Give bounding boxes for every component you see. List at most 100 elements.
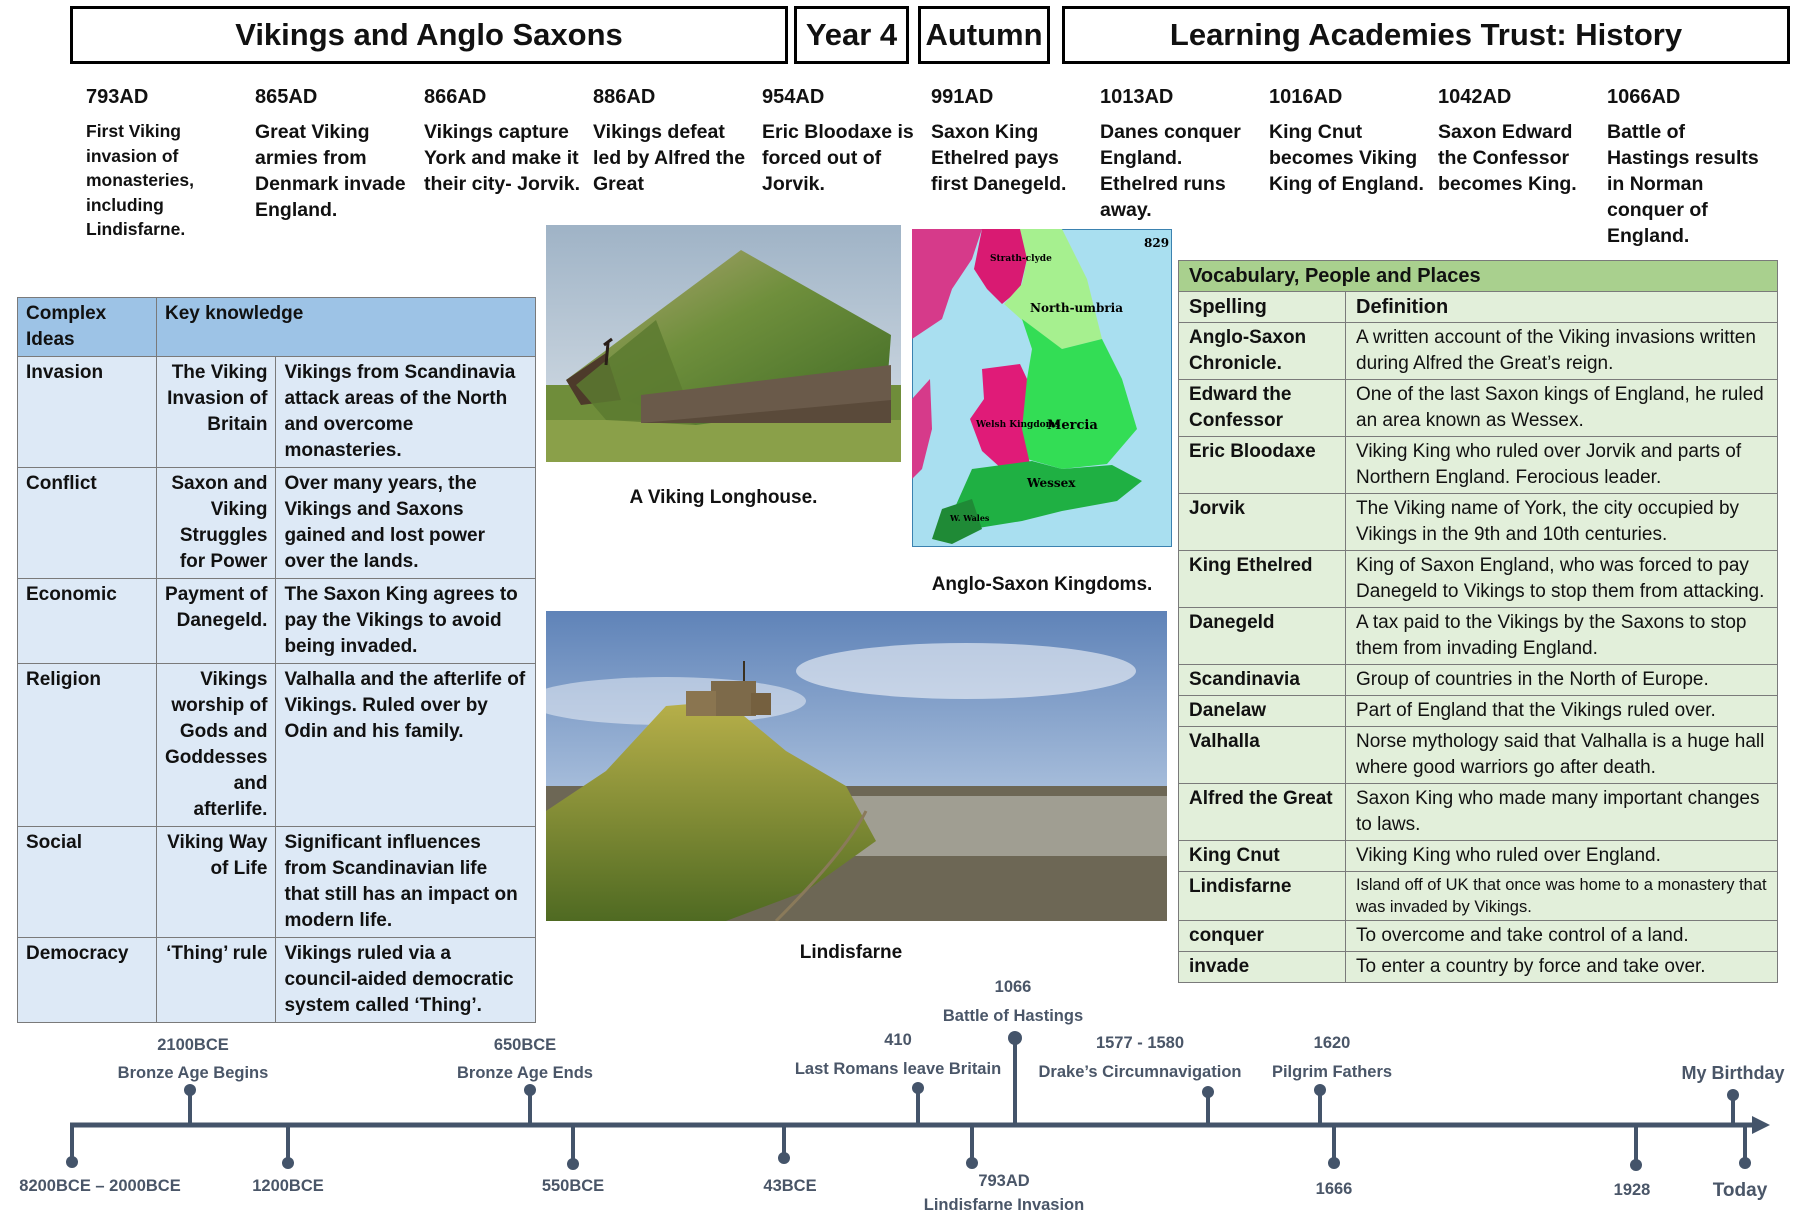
map-label-northumbria: North-umbria [1030, 301, 1123, 315]
timeline-marker-below: 43BCE [763, 1125, 817, 1195]
table-row: Danelaw Part of England that the Vikings… [1178, 695, 1778, 727]
vocab-definition: A written account of the Viking invasion… [1345, 322, 1778, 380]
vocab-definition: Norse mythology said that Valhalla is a … [1345, 726, 1778, 784]
timeline-marker-above: 2100BCE Bronze Age Begins [118, 1036, 268, 1125]
vocab-title-row: Vocabulary, People and Places [1178, 260, 1778, 292]
table-row: King Cnut Viking King who ruled over Eng… [1178, 840, 1778, 872]
event-text: Saxon Edward the Confessor becomes King. [1438, 121, 1577, 195]
vocab-definition: To overcome and take control of a land. [1345, 920, 1778, 952]
term-cell: Saxon and Viking Struggles for Power [155, 467, 277, 579]
event-year: 866AD [424, 86, 487, 108]
event-item: 886AD Vikings defeat led by Alfred the G… [593, 86, 758, 197]
timeline-date: Today [1713, 1180, 1768, 1201]
desc-cell: Vikings ruled via a council-aided democr… [275, 937, 536, 1023]
timeline-date: 1928 [1614, 1181, 1651, 1199]
map-label-wessex: Wessex [1026, 476, 1076, 490]
vocab-term: Anglo-Saxon Chronicle. [1178, 322, 1346, 380]
timeline-date: 1577 - 1580 [1096, 1034, 1184, 1052]
timeline-date: 1066 [995, 978, 1032, 996]
timeline-marker-below: 1928 [1614, 1125, 1651, 1199]
vocab-term: Danelaw [1178, 695, 1346, 727]
vocab-definition: Island off of UK that once was home to a… [1345, 871, 1778, 921]
idea-cell: Democracy [17, 937, 157, 1023]
event-item: 866AD Vikings capture York and make it t… [424, 86, 589, 197]
table-row: invade To enter a country by force and t… [1178, 951, 1778, 983]
event-text: Saxon King Ethelred pays first Danegeld. [931, 121, 1067, 195]
table-row: Scandinavia Group of countries in the No… [1178, 664, 1778, 696]
timeline-date: 2100BCE [157, 1036, 229, 1054]
term-cell: Payment of Danegeld. [155, 578, 277, 664]
trust-box: Learning Academies Trust: History [1062, 6, 1790, 64]
event-item: 1016AD King Cnut becomes Viking King of … [1269, 86, 1434, 197]
event-item: 991AD Saxon King Ethelred pays first Dan… [931, 86, 1096, 197]
event-text: Danes conquer England. Ethelred runs awa… [1100, 121, 1241, 221]
vocab-definition: Saxon King who made many important chang… [1345, 783, 1778, 841]
table-row: Anglo-Saxon Chronicle. A written account… [1178, 322, 1778, 380]
event-text: Battle of Hastings results in Norman con… [1607, 121, 1759, 247]
vocab-term: Jorvik [1178, 493, 1346, 551]
timeline-label: Drake’s Circumnavigation [1039, 1063, 1242, 1081]
spelling-header: Spelling [1178, 291, 1346, 323]
complex-ideas-header: Complex Ideas [17, 297, 157, 357]
event-year: 886AD [593, 86, 656, 108]
page-title: Vikings and Anglo Saxons [235, 17, 623, 52]
vocab-term: King Ethelred [1178, 550, 1346, 608]
timeline-marker-below: 550BCE [542, 1125, 604, 1195]
timeline-marker-above: My Birthday [1681, 1063, 1785, 1125]
event-text: Vikings defeat led by Alfred the Great [593, 121, 746, 195]
vocab-definition: King of Saxon England, who was forced to… [1345, 550, 1778, 608]
event-year: 991AD [931, 86, 994, 108]
event-year: 954AD [762, 86, 825, 108]
table-row: Eric Bloodaxe Viking King who ruled over… [1178, 436, 1778, 494]
timeline-marker-above: 650BCE Bronze Age Ends [457, 1036, 593, 1125]
map-year: 829 [1144, 236, 1169, 250]
event-text: First Viking invasion of monasteries, in… [86, 121, 194, 239]
timeline-date: 43BCE [763, 1177, 816, 1195]
table-row: Social Viking Way of Life Significant in… [17, 826, 536, 938]
timeline-label: Pilgrim Fathers [1272, 1063, 1392, 1081]
history-timeline: 2100BCE Bronze Age Begins 650BCE Bronze … [19, 978, 1785, 1210]
vocab-definition: The Viking name of York, the city occupi… [1345, 493, 1778, 551]
vocab-term: Danegeld [1178, 607, 1346, 665]
event-year: 793AD [86, 86, 149, 108]
vocab-definition: Viking King who ruled over Jorvik and pa… [1345, 436, 1778, 494]
term-cell: Viking Way of Life [155, 826, 277, 938]
map-label-welsh: Welsh Kingdoms [975, 420, 1060, 430]
idea-cell: Conflict [17, 467, 157, 579]
vocab-definition: Part of England that the Vikings ruled o… [1345, 695, 1778, 727]
event-year: 1016AD [1269, 86, 1343, 108]
vocabulary-table: Vocabulary, People and Places Spelling D… [1178, 260, 1778, 983]
event-item: 1013AD Danes conquer England. Ethelred r… [1100, 86, 1265, 223]
vocab-term: invade [1178, 951, 1346, 983]
timeline-label: Last Romans leave Britain [795, 1060, 1001, 1078]
vocab-term: Valhalla [1178, 726, 1346, 784]
event-item: 954AD Eric Bloodaxe is forced out of Jor… [762, 86, 927, 197]
vocab-header-row: Spelling Definition [1178, 291, 1778, 323]
timeline-date: 793AD [978, 1172, 1029, 1190]
idea-cell: Social [17, 826, 157, 938]
timeline-label: Bronze Age Ends [457, 1064, 593, 1082]
timeline-label: Battle of Hastings [943, 1007, 1083, 1025]
timeline-date: 650BCE [494, 1036, 556, 1054]
timeline-arrow-icon [1752, 1116, 1770, 1134]
desc-cell: The Saxon King agrees to pay the Vikings… [275, 578, 536, 664]
timeline-marker-below: 1666 [1316, 1125, 1352, 1198]
event-item: 865AD Great Viking armies from Denmark i… [255, 86, 420, 223]
table-row: Economic Payment of Danegeld. The Saxon … [17, 578, 536, 664]
timeline-date: 550BCE [542, 1177, 604, 1195]
event-text: Vikings capture York and make it their c… [424, 121, 581, 195]
timeline-marker-above: 1066 Battle of Hastings [943, 978, 1083, 1125]
vocab-term: King Cnut [1178, 840, 1346, 872]
vocab-definition: To enter a country by force and take ove… [1345, 951, 1778, 983]
timeline-date: 1200BCE [252, 1177, 324, 1195]
map-caption: Anglo-Saxon Kingdoms. [931, 574, 1153, 595]
key-knowledge-header: Key knowledge [156, 297, 536, 357]
timeline-date: 8200BCE – 2000BCE [19, 1177, 180, 1195]
table-row: Conflict Saxon and Viking Struggles for … [17, 467, 536, 579]
term-cell: The Viking Invasion of Britain [155, 356, 277, 468]
anglo-saxon-map: 829 Strath-clyde North-umbria Mercia Wel… [912, 229, 1172, 547]
vocab-title: Vocabulary, People and Places [1178, 260, 1778, 292]
table-row: Edward the Confessor One of the last Sax… [1178, 379, 1778, 437]
timeline-marker-below: 793AD Lindisfarne Invasion [924, 1125, 1084, 1210]
lindisfarne-caption: Lindisfarne [799, 942, 903, 963]
